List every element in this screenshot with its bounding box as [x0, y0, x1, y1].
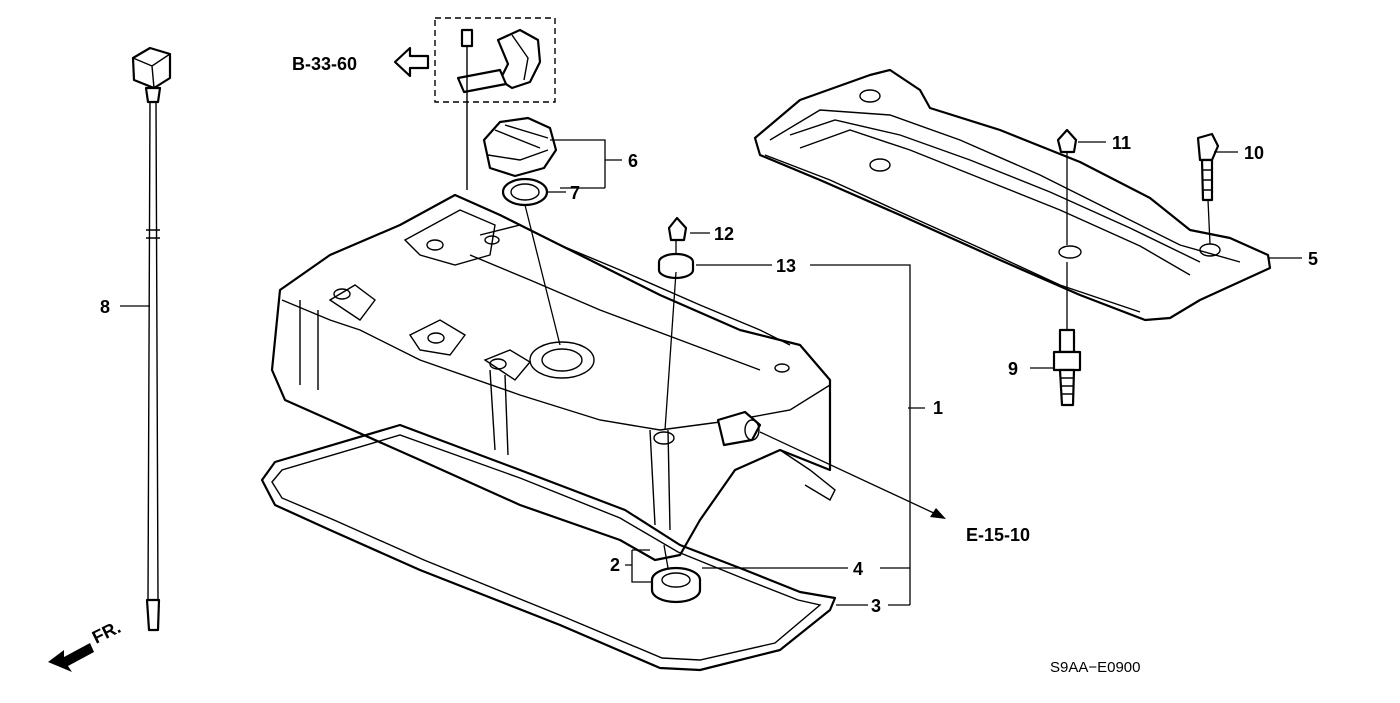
- front-indicator-label: FR.: [89, 617, 124, 648]
- oil-filler-cap: [482, 116, 558, 207]
- reference-b-33-60: B-33-60: [292, 54, 357, 74]
- callout-11: 11: [1112, 133, 1131, 153]
- engine-cover: [753, 68, 1272, 322]
- plug-hole-seal-4: [650, 566, 702, 604]
- callout-6: 6: [628, 151, 638, 171]
- harness-clamp-detail: [434, 17, 556, 190]
- callout-1: 1: [933, 398, 943, 418]
- callout-9: 9: [1008, 359, 1018, 379]
- callout-8: 8: [100, 297, 110, 317]
- cap-nut-12: [667, 216, 688, 242]
- diagram-code: S9AA−E0900: [1050, 659, 1141, 676]
- leader-lines: [120, 139, 1302, 606]
- callout-13: 13: [776, 256, 796, 276]
- head-cover-gasket: [260, 423, 837, 672]
- reference-arrow: [393, 46, 430, 78]
- callout-2: 2: [610, 555, 620, 575]
- callout-5: 5: [1308, 249, 1318, 269]
- bolt-10: [1196, 132, 1220, 202]
- stud-bolt-9: [1052, 328, 1082, 407]
- cap-nut-11: [1056, 128, 1078, 154]
- reference-e-15-10: E-15-10: [966, 525, 1030, 545]
- callout-7: 7: [570, 183, 580, 203]
- callout-4: 4: [853, 559, 863, 579]
- front-arrow: FR.: [48, 617, 124, 672]
- dipstick: [131, 46, 172, 632]
- head-cover: [270, 193, 836, 562]
- callout-10: 10: [1244, 143, 1264, 163]
- callout-3: 3: [871, 596, 881, 616]
- callout-12: 12: [714, 224, 734, 244]
